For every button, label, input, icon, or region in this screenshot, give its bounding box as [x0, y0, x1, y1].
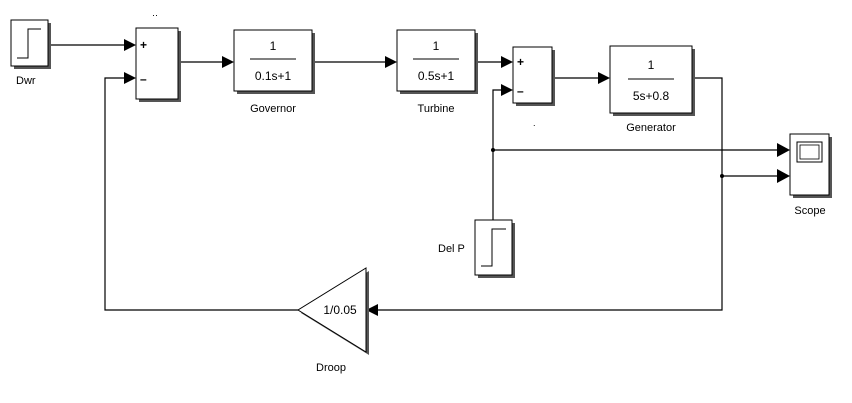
- governor-block[interactable]: 1 0.1s+1 Governor: [233, 29, 315, 115]
- step-icon: [17, 28, 41, 59]
- scope-block[interactable]: Scope: [789, 133, 832, 217]
- droop-gain-value: 1/0.05: [323, 303, 357, 317]
- arrow-scope-in1: [777, 143, 790, 157]
- turbine-denominator: 0.5s+1: [418, 69, 455, 83]
- scope-label: Scope: [794, 205, 825, 217]
- junction-generator: [720, 174, 724, 178]
- dwr-step-block[interactable]: Dwr: [10, 19, 51, 87]
- stray-mark: .: [533, 118, 536, 128]
- arrow-sum2-bottom: [501, 84, 513, 96]
- arrow-generator-in: [598, 72, 610, 84]
- generator-block[interactable]: 1 5s+0.8 Generator: [609, 45, 695, 134]
- arrow-sum1-top: [124, 39, 136, 51]
- junction-delp: [491, 148, 495, 152]
- wire-droop-to-sum1: [104, 77, 298, 311]
- arrow-turbine-in: [385, 56, 397, 68]
- sum1-plus-sign: +: [140, 38, 147, 52]
- sum1-minus-sign: –: [140, 72, 147, 86]
- step-icon: [481, 228, 506, 267]
- arrow-droop-in: [366, 304, 378, 316]
- droop-gain-block[interactable]: 1/0.05 Droop: [297, 267, 369, 374]
- delp-step-block[interactable]: Del P: [438, 219, 515, 278]
- wire-delp-to-sum2-and-scope: [492, 89, 503, 220]
- arrow-scope-in2: [777, 169, 790, 183]
- wire-generator-out-feedback: [378, 77, 723, 311]
- delp-label: Del P: [438, 243, 465, 255]
- scope-screen-icon: [796, 141, 823, 163]
- governor-numerator: 1: [270, 39, 277, 53]
- arrowheads: [124, 39, 790, 316]
- arrow-governor-in: [222, 56, 234, 68]
- generator-denominator: 5s+0.8: [633, 89, 670, 103]
- sum2-minus-sign: –: [517, 84, 524, 98]
- turbine-block[interactable]: 1 0.5s+1 Turbine: [396, 29, 478, 115]
- sum2-block[interactable]: + –: [512, 46, 555, 106]
- arrow-sum1-bottom: [124, 72, 136, 84]
- stray-mark: ‥: [152, 8, 158, 18]
- generator-label: Generator: [626, 122, 676, 134]
- droop-label: Droop: [316, 362, 346, 374]
- signal-lines: [50, 44, 780, 311]
- turbine-numerator: 1: [433, 39, 440, 53]
- governor-label: Governor: [250, 103, 296, 115]
- arrow-sum2-top: [501, 56, 513, 68]
- sum2-plus-sign: +: [517, 55, 524, 69]
- turbine-label: Turbine: [418, 103, 455, 115]
- sum1-block[interactable]: + –: [135, 27, 181, 102]
- governor-denominator: 0.1s+1: [255, 69, 292, 83]
- dwr-label: Dwr: [16, 75, 36, 87]
- generator-numerator: 1: [648, 58, 655, 72]
